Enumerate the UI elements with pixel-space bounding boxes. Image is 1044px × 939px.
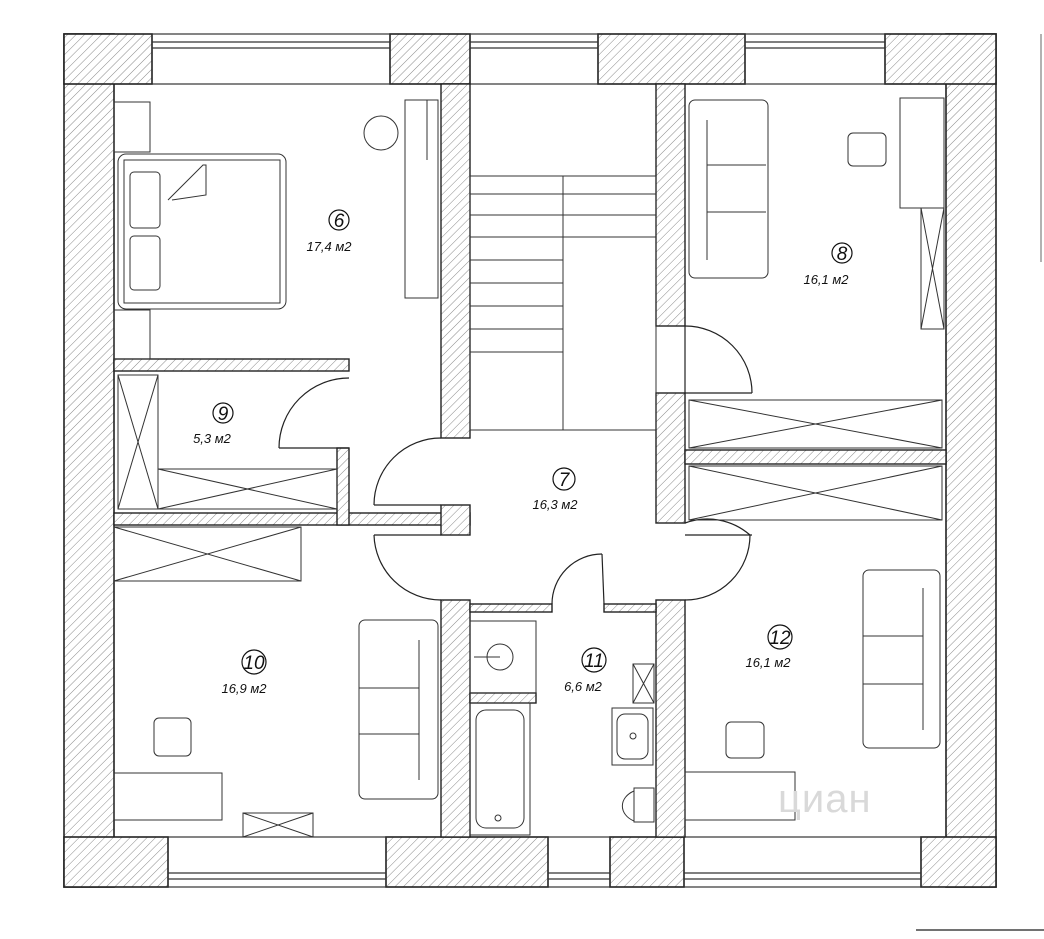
room-8-furniture <box>688 97 945 449</box>
interior-walls <box>113 83 947 838</box>
closet-wardrobe <box>117 374 338 510</box>
room-label-11: 11 6,6 м2 <box>564 647 607 694</box>
room-label-8: 8 16,1 м2 <box>803 242 853 287</box>
room-area: 16,9 м2 <box>221 681 267 696</box>
windows <box>151 33 922 888</box>
room-area: 16,1 м2 <box>803 272 849 287</box>
room-number: 9 <box>218 404 229 425</box>
room-number: 10 <box>243 653 265 674</box>
room-12-furniture <box>684 465 943 821</box>
doors <box>278 325 753 605</box>
room-area: 16,1 м2 <box>745 655 791 670</box>
room-area: 6,6 м2 <box>564 679 603 694</box>
room-number: 6 <box>334 211 345 232</box>
outer-walls <box>63 33 997 888</box>
room-10-furniture <box>113 526 439 838</box>
room-label-6: 6 17,4 м2 <box>306 209 352 254</box>
room-number: 7 <box>559 470 571 491</box>
room-label-10: 10 16,9 м2 <box>221 649 267 696</box>
room-number: 8 <box>837 244 848 265</box>
staircase <box>469 175 657 431</box>
room-number: 12 <box>769 628 791 649</box>
room-number: 11 <box>584 651 604 672</box>
room-label-12: 12 16,1 м2 <box>745 624 793 670</box>
room-label-7: 7 16,3 м2 <box>532 467 578 512</box>
room-area: 17,4 м2 <box>306 239 352 254</box>
room-area: 16,3 м2 <box>532 497 578 512</box>
bathroom-fixtures <box>469 620 655 836</box>
watermark: циан <box>778 777 872 821</box>
room-label-9: 9 5,3 м2 <box>193 402 234 446</box>
bedroom-furniture <box>113 99 439 360</box>
room-area: 5,3 м2 <box>193 431 232 446</box>
